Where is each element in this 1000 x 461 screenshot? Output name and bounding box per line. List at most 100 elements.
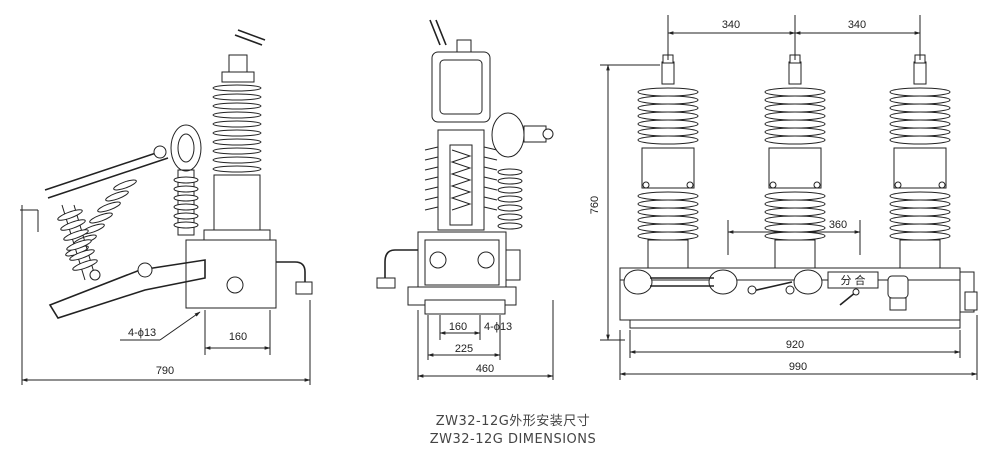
arrester-shed xyxy=(57,209,83,221)
arrester-shed xyxy=(89,212,113,224)
insulator-shed xyxy=(212,138,262,146)
insulator-shed xyxy=(637,119,699,129)
pole xyxy=(764,54,826,269)
insulator-shed xyxy=(764,111,826,121)
insulator-shed xyxy=(637,111,699,121)
insulator-shed xyxy=(637,127,699,137)
insulator-shed xyxy=(424,196,439,201)
insulator-shed xyxy=(424,186,439,191)
ct-shed xyxy=(173,203,199,211)
ct-shed xyxy=(497,204,523,212)
arrester-shed xyxy=(69,249,95,261)
insulator-shed xyxy=(764,223,826,233)
insulator-shed xyxy=(637,215,699,225)
arrester-shed xyxy=(72,259,98,271)
insulator-shed xyxy=(483,146,498,151)
insulator-shed xyxy=(764,103,826,113)
insulator-shed xyxy=(889,111,951,121)
insulator-shed xyxy=(764,95,826,105)
insulator-shed xyxy=(764,207,826,217)
mount-spacing-360: 360 xyxy=(829,219,847,231)
insulator-shed xyxy=(764,231,826,241)
insulator-shed xyxy=(637,231,699,241)
insulator-shed xyxy=(637,87,699,97)
insulator-shed xyxy=(637,199,699,209)
arrester-shed xyxy=(60,219,86,231)
insulator-shed xyxy=(889,103,951,113)
insulator-shed xyxy=(889,191,951,201)
insulator-shed xyxy=(424,206,439,211)
left-width-790: 790 xyxy=(156,365,174,377)
ct-shed xyxy=(173,176,199,184)
ct-shed xyxy=(497,177,523,185)
insulator-shed xyxy=(889,119,951,129)
height-760: 760 xyxy=(589,196,601,214)
insulator-shed xyxy=(212,111,262,119)
width-920: 920 xyxy=(786,339,804,351)
pole xyxy=(637,54,699,269)
insulator-shed xyxy=(483,156,498,161)
insulator-shed xyxy=(212,93,262,101)
insulator-shed xyxy=(212,165,262,173)
insulator-shed xyxy=(212,147,262,155)
insulator-shed xyxy=(764,87,826,97)
insulator-shed xyxy=(764,119,826,129)
insulator-shed xyxy=(212,120,262,128)
ct-shed xyxy=(497,186,523,194)
insulator-shed xyxy=(212,102,262,110)
left-width-160: 160 xyxy=(229,331,247,343)
insulator-shed xyxy=(212,129,262,137)
insulator-shed xyxy=(483,196,498,201)
insulator-shed xyxy=(637,191,699,201)
insulator-shed xyxy=(483,166,498,171)
mid-width-460: 460 xyxy=(476,363,494,375)
insulator-shed xyxy=(889,207,951,217)
insulator-shed xyxy=(764,215,826,225)
insulator-shed xyxy=(764,127,826,137)
caption-chinese: ZW32-12G外形安装尺寸 xyxy=(436,414,591,429)
insulator-shed xyxy=(889,223,951,233)
caption-english: ZW32-12G DIMENSIONS xyxy=(430,432,597,447)
surge-arrester xyxy=(44,145,169,281)
insulator-shed xyxy=(424,156,439,161)
insulator-shed xyxy=(889,135,951,145)
ct-shed xyxy=(173,194,199,202)
ct-shed xyxy=(497,168,523,176)
arrester-shed xyxy=(66,239,92,251)
mid-hole-spec: 4-ϕ13 xyxy=(484,321,512,333)
side-view-drawing: 160 790 4-ϕ13 xyxy=(20,29,313,385)
insulator-shed xyxy=(424,166,439,171)
insulator-shed xyxy=(889,215,951,225)
mid-width-160: 160 xyxy=(449,321,467,333)
insulator-shed xyxy=(483,176,498,181)
width-990: 990 xyxy=(789,361,807,373)
ct-shed xyxy=(497,222,523,230)
insulator-shed xyxy=(889,127,951,137)
mid-width-225: 225 xyxy=(455,343,473,355)
arrester-shed xyxy=(97,201,121,213)
ct-shed xyxy=(173,221,199,229)
pole xyxy=(889,54,951,269)
pole-spacing-right: 340 xyxy=(848,19,866,31)
insulator-shed xyxy=(764,191,826,201)
ct-shed xyxy=(173,212,199,220)
insulator-shed xyxy=(637,95,699,105)
insulator-shed xyxy=(212,84,262,92)
open-close-label: 分 合 xyxy=(840,273,865,287)
ct-shed xyxy=(173,185,199,193)
insulator-shed xyxy=(889,87,951,97)
insulator-shed xyxy=(424,146,439,151)
insulator-shed xyxy=(764,199,826,209)
insulator-shed xyxy=(889,199,951,209)
insulator-shed xyxy=(889,95,951,105)
insulator-shed xyxy=(637,135,699,145)
three-pole-view-drawing: 分 合 340 340 360 760 920 990 xyxy=(589,15,978,380)
front-view-drawing: 160 4-ϕ13 225 460 xyxy=(376,19,554,380)
insulator-shed xyxy=(212,156,262,164)
arrester-shed xyxy=(63,229,89,241)
current-transformer xyxy=(170,124,202,236)
insulator-shed xyxy=(483,206,498,211)
ct-shed xyxy=(497,195,523,203)
